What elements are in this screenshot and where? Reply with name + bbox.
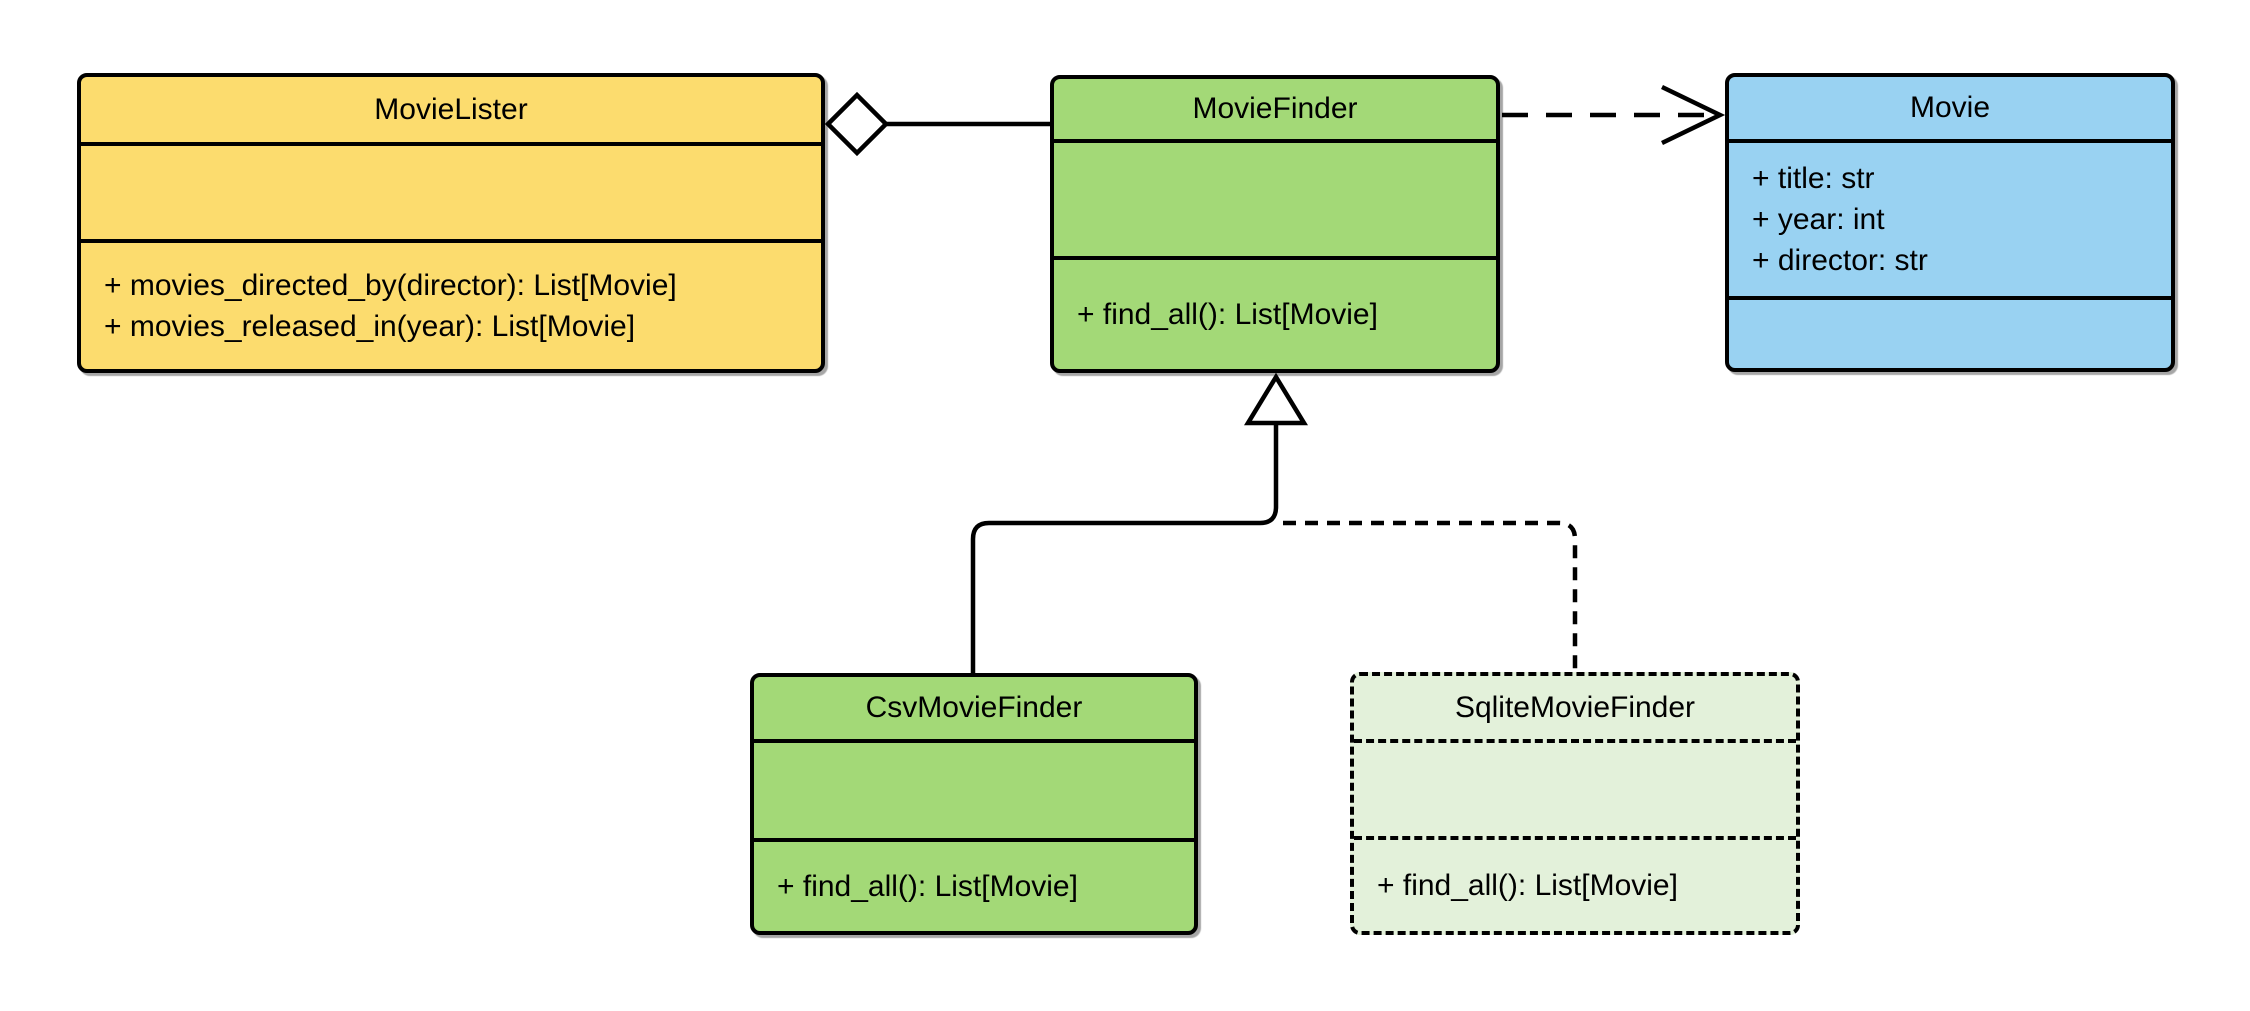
class-name-label: SqliteMovieFinder — [1454, 690, 1696, 724]
method-label: + movies_directed_by(director): List[Mov… — [104, 269, 677, 302]
method-label: + find_all(): List[Movie] — [1377, 869, 1678, 902]
aggregation-connector — [824, 91, 1050, 157]
class-name-label: CsvMovieFinder — [865, 691, 1083, 724]
attributes-compartment — [81, 146, 821, 243]
class-title-compartment: CsvMovieFinder — [754, 677, 1194, 743]
attributes-compartment — [1054, 143, 1496, 260]
dependency-connector — [1502, 84, 1726, 146]
class-name-label: MovieFinder — [1192, 92, 1358, 125]
class-sqlitemoviefinder: SqliteMovieFinder + find_all(): List[Mov… — [1350, 672, 1800, 935]
attributes-compartment — [1354, 743, 1796, 840]
class-moviefinder: MovieFinder + find_all(): List[Movie] — [1050, 75, 1500, 373]
generalization-connector-solid — [970, 425, 1279, 673]
class-title-compartment: MovieFinder — [1054, 79, 1496, 143]
class-name-label: Movie — [1909, 91, 1991, 124]
inheritance-triangle-icon — [1243, 372, 1309, 426]
methods-compartment — [1729, 300, 2171, 368]
generalization-connector-dashed — [1283, 520, 1578, 672]
methods-compartment: + find_all(): List[Movie] — [1054, 260, 1496, 369]
attribute-label: + year: int — [1752, 203, 1885, 236]
method-label: + find_all(): List[Movie] — [777, 870, 1078, 903]
class-title-compartment: MovieLister — [81, 77, 821, 146]
class-movie: Movie + title: str + year: int + directo… — [1725, 73, 2175, 372]
attribute-label: + director: str — [1752, 244, 1928, 277]
dependency-arrowhead-icon — [1661, 84, 1726, 146]
aggregation-diamond-icon — [824, 91, 890, 157]
method-label: + movies_released_in(year): List[Movie] — [104, 310, 636, 343]
class-title-compartment: SqliteMovieFinder — [1354, 676, 1796, 743]
methods-compartment: + find_all(): List[Movie] — [754, 842, 1194, 931]
methods-compartment: + find_all(): List[Movie] — [1354, 840, 1796, 931]
class-movielister: MovieLister + movies_directed_by(directo… — [77, 73, 825, 373]
method-label: + find_all(): List[Movie] — [1077, 298, 1378, 331]
methods-compartment: + movies_directed_by(director): List[Mov… — [81, 243, 821, 369]
attribute-label: + title: str — [1752, 162, 1875, 195]
class-title-compartment: Movie — [1729, 77, 2171, 143]
class-csvmoviefinder: CsvMovieFinder + find_all(): List[Movie] — [750, 673, 1198, 935]
attributes-compartment — [754, 743, 1194, 842]
class-name-label: MovieLister — [374, 92, 528, 126]
attributes-compartment: + title: str + year: int + director: str — [1729, 143, 2171, 300]
